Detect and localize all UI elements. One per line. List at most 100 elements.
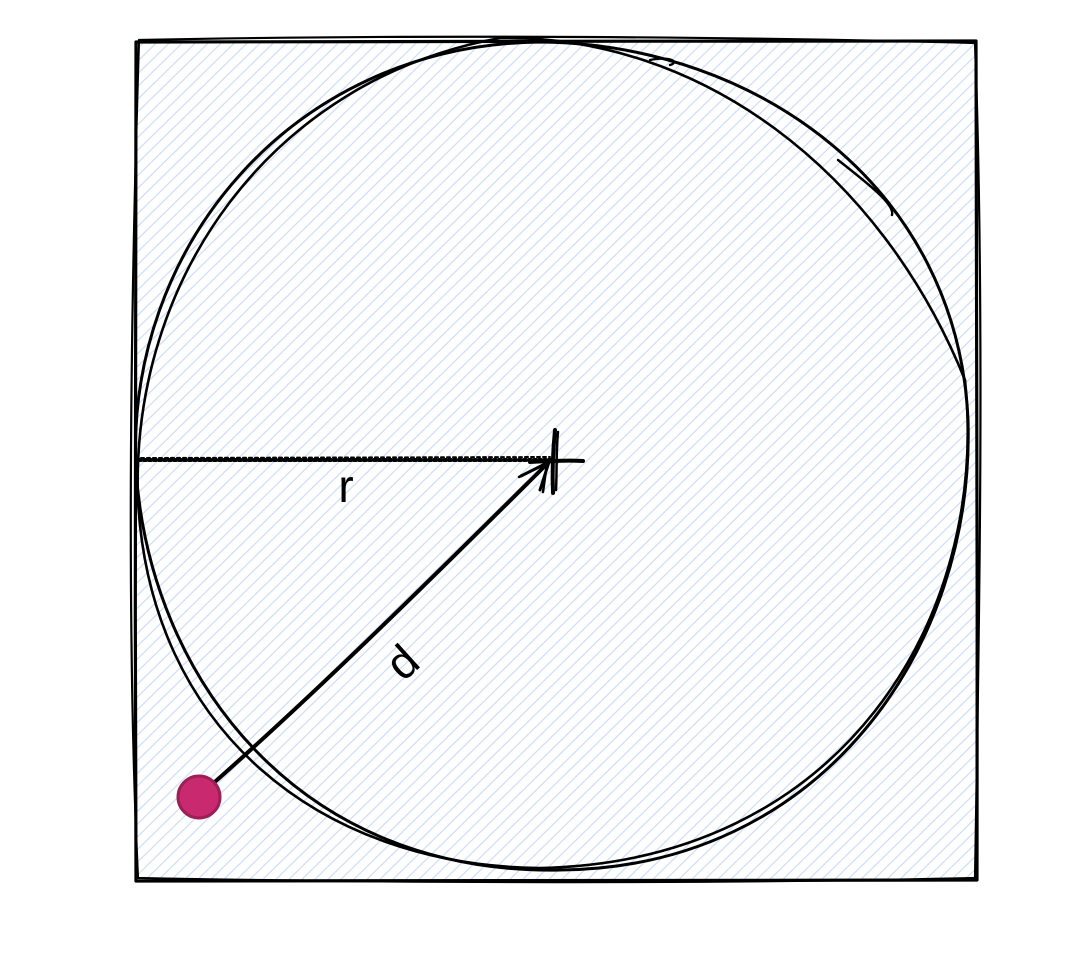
hatch-line — [137, 41, 576, 470]
hatch-line — [137, 41, 758, 648]
hatch-line — [416, 332, 977, 881]
hatch-line — [137, 41, 368, 267]
hatch-line — [559, 472, 977, 881]
hatch-line — [137, 41, 641, 534]
hatch-line — [0, 11, 137, 891]
hatch-line — [806, 714, 977, 881]
hatch-line — [650, 561, 977, 881]
hatch-line — [137, 41, 446, 343]
hatch-line — [390, 307, 977, 881]
square-hatch-fill — [0, 11, 1086, 891]
hatch-line — [442, 358, 977, 881]
hatch-line — [137, 41, 719, 610]
hatch-line — [208, 129, 977, 881]
hatch-line — [137, 41, 784, 673]
distance-arrow — [198, 460, 551, 797]
hatch-line — [403, 320, 977, 881]
hatch-line — [819, 726, 977, 881]
hatch-line — [195, 116, 977, 881]
hatch-line — [137, 41, 836, 724]
hatch-line — [137, 41, 316, 216]
hatch-line — [137, 41, 654, 546]
hatch-line — [137, 41, 940, 826]
hatch-line — [923, 828, 977, 881]
hatch-line — [702, 612, 977, 881]
hatch-line — [780, 688, 977, 881]
hatch-line — [377, 294, 977, 881]
hatch-line — [494, 409, 977, 881]
hatch-line — [624, 536, 977, 881]
hatch-line — [137, 41, 966, 851]
hatch-line — [234, 154, 977, 881]
hatch-line — [137, 41, 615, 508]
hatch-line — [611, 523, 977, 881]
circle — [133, 36, 970, 872]
hatch-line — [137, 41, 355, 254]
hatch-line — [546, 459, 977, 881]
hatch-line — [260, 180, 977, 881]
hatch-line — [137, 41, 914, 800]
hatch-line — [325, 243, 977, 881]
hatch-line — [137, 41, 901, 788]
hatch-line — [137, 41, 745, 635]
hatch-line — [137, 41, 810, 699]
hatch-line — [137, 41, 394, 292]
hatch-line — [137, 41, 407, 305]
hatch-line — [975, 879, 977, 881]
center-point — [528, 428, 585, 495]
hatch-line — [637, 548, 977, 881]
hatch-line — [137, 41, 563, 457]
hatch-line — [221, 142, 977, 881]
hatch-line — [137, 41, 706, 597]
hatch-line — [137, 41, 732, 623]
hatch-line — [137, 41, 433, 330]
hatch-line — [137, 41, 771, 661]
hatch-line — [533, 447, 977, 881]
hatch-line — [137, 41, 888, 775]
hatch-line — [507, 421, 977, 881]
hatch-line — [992, 11, 1086, 891]
hatch-line — [663, 574, 977, 881]
hatch-line — [137, 41, 290, 190]
hatch-line — [137, 41, 264, 165]
hatch-line — [715, 625, 977, 881]
hatch-line — [137, 41, 329, 228]
hatch-line — [137, 41, 953, 839]
hatch-line — [137, 41, 472, 368]
hatch-line — [156, 78, 977, 881]
hatch-line — [299, 218, 977, 881]
hatch-line — [312, 231, 977, 881]
hatch-line — [137, 41, 823, 712]
hatch-line — [137, 41, 927, 813]
hatch-line — [137, 41, 485, 381]
radius-line — [137, 456, 554, 462]
hatch-line — [137, 41, 147, 51]
hatch-line — [137, 41, 277, 178]
hatch-line — [137, 41, 862, 750]
hatch-line — [137, 41, 628, 521]
hatch-line — [273, 192, 977, 881]
hatch-line — [351, 269, 977, 881]
hatch-line — [137, 41, 225, 127]
hatch-line — [137, 41, 537, 432]
hatch-line — [137, 41, 303, 203]
hatch-line — [754, 663, 977, 881]
hatch-line — [520, 434, 977, 881]
hatch-line — [364, 281, 977, 881]
hatch-line — [137, 41, 186, 89]
hatch-line — [767, 675, 977, 881]
hatch-line — [910, 815, 977, 881]
hatch-line — [137, 41, 849, 737]
hatch-line — [689, 599, 977, 881]
hatch-line — [182, 103, 977, 881]
hatch-line — [572, 485, 977, 881]
hatch-line — [137, 41, 511, 406]
hatch-line — [728, 637, 977, 881]
hatch-line — [137, 41, 342, 241]
hatch-line — [429, 345, 977, 881]
hatch-line — [338, 256, 977, 881]
hatch-line — [0, 11, 150, 891]
hatch-line — [286, 205, 977, 881]
hatch-line — [137, 41, 381, 279]
